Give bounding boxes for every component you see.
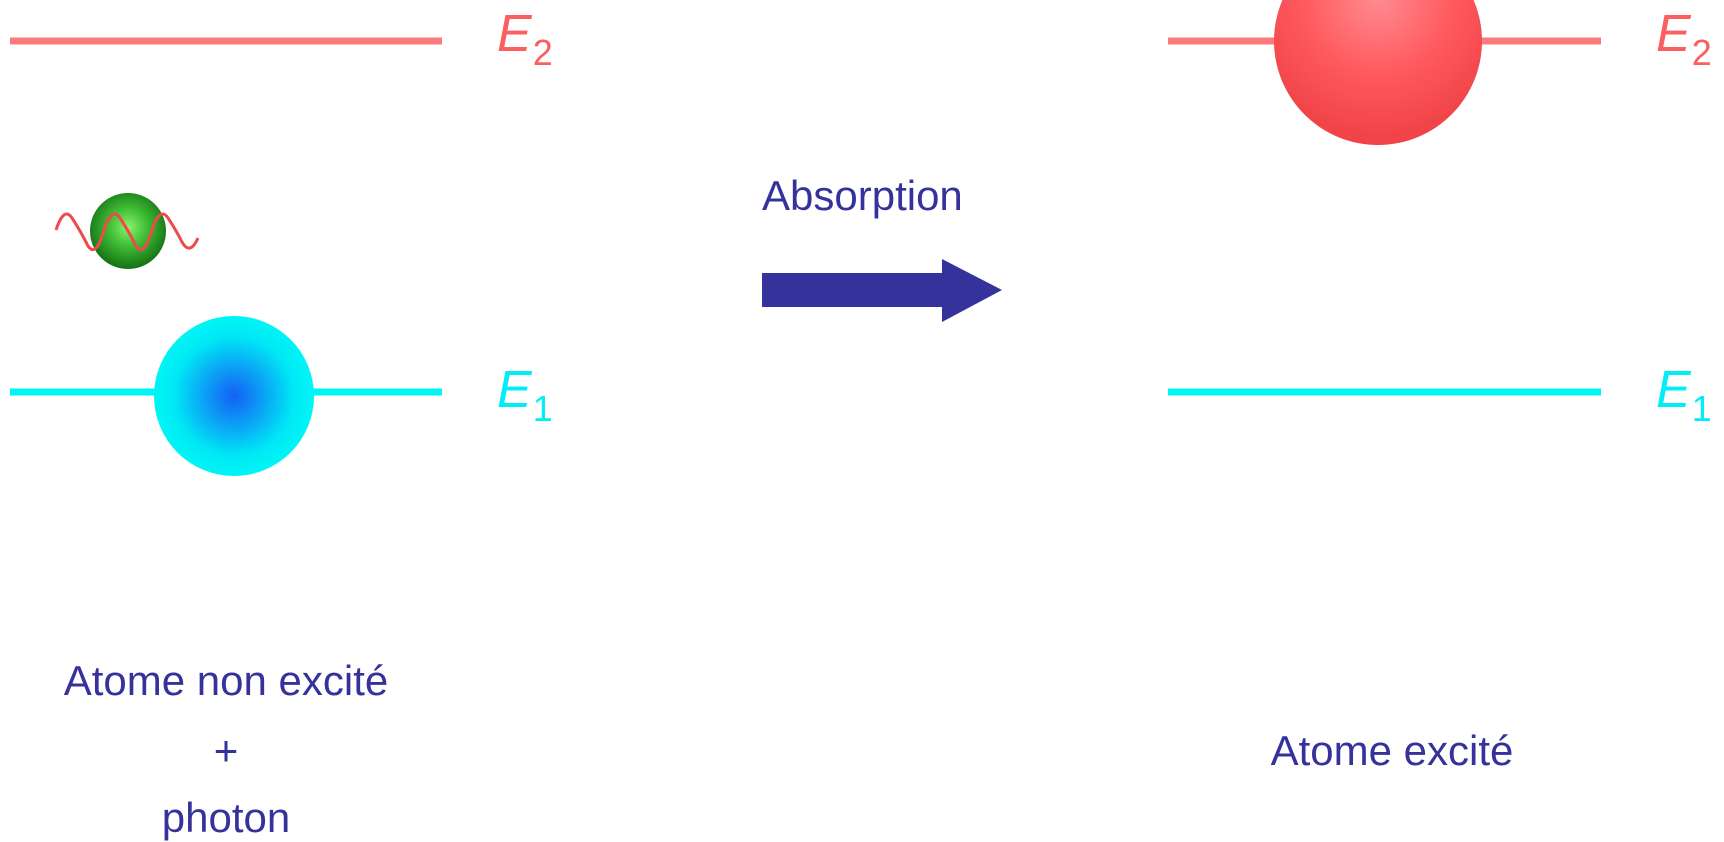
- right-caption: Atome excité: [1270, 727, 1514, 774]
- right-lower-energy-label: E1: [1656, 364, 1712, 427]
- energy-subscript: 1: [532, 388, 553, 429]
- absorption-arrow: [762, 259, 1002, 322]
- energy-subscript: 2: [1691, 32, 1712, 73]
- left-caption-line3: photon: [161, 794, 291, 841]
- energy-letter: E: [1656, 361, 1691, 419]
- energy-subscript: 1: [1691, 388, 1712, 429]
- photon-icon: [54, 193, 200, 269]
- right-upper-energy-label: E2: [1656, 8, 1712, 71]
- excited-state-electron: [1274, 0, 1482, 145]
- left-upper-energy-label: E2: [497, 8, 553, 71]
- left-lower-energy-label: E1: [497, 364, 553, 427]
- energy-letter: E: [497, 5, 532, 63]
- energy-letter: E: [497, 361, 532, 419]
- photon-wave: [54, 212, 200, 251]
- left-caption-line1: Atome non excité: [63, 657, 389, 704]
- ground-state-electron: [154, 316, 314, 476]
- process-label: Absorption: [762, 172, 963, 219]
- left-caption-line2: +: [213, 727, 239, 774]
- energy-letter: E: [1656, 5, 1691, 63]
- energy-subscript: 2: [532, 32, 553, 73]
